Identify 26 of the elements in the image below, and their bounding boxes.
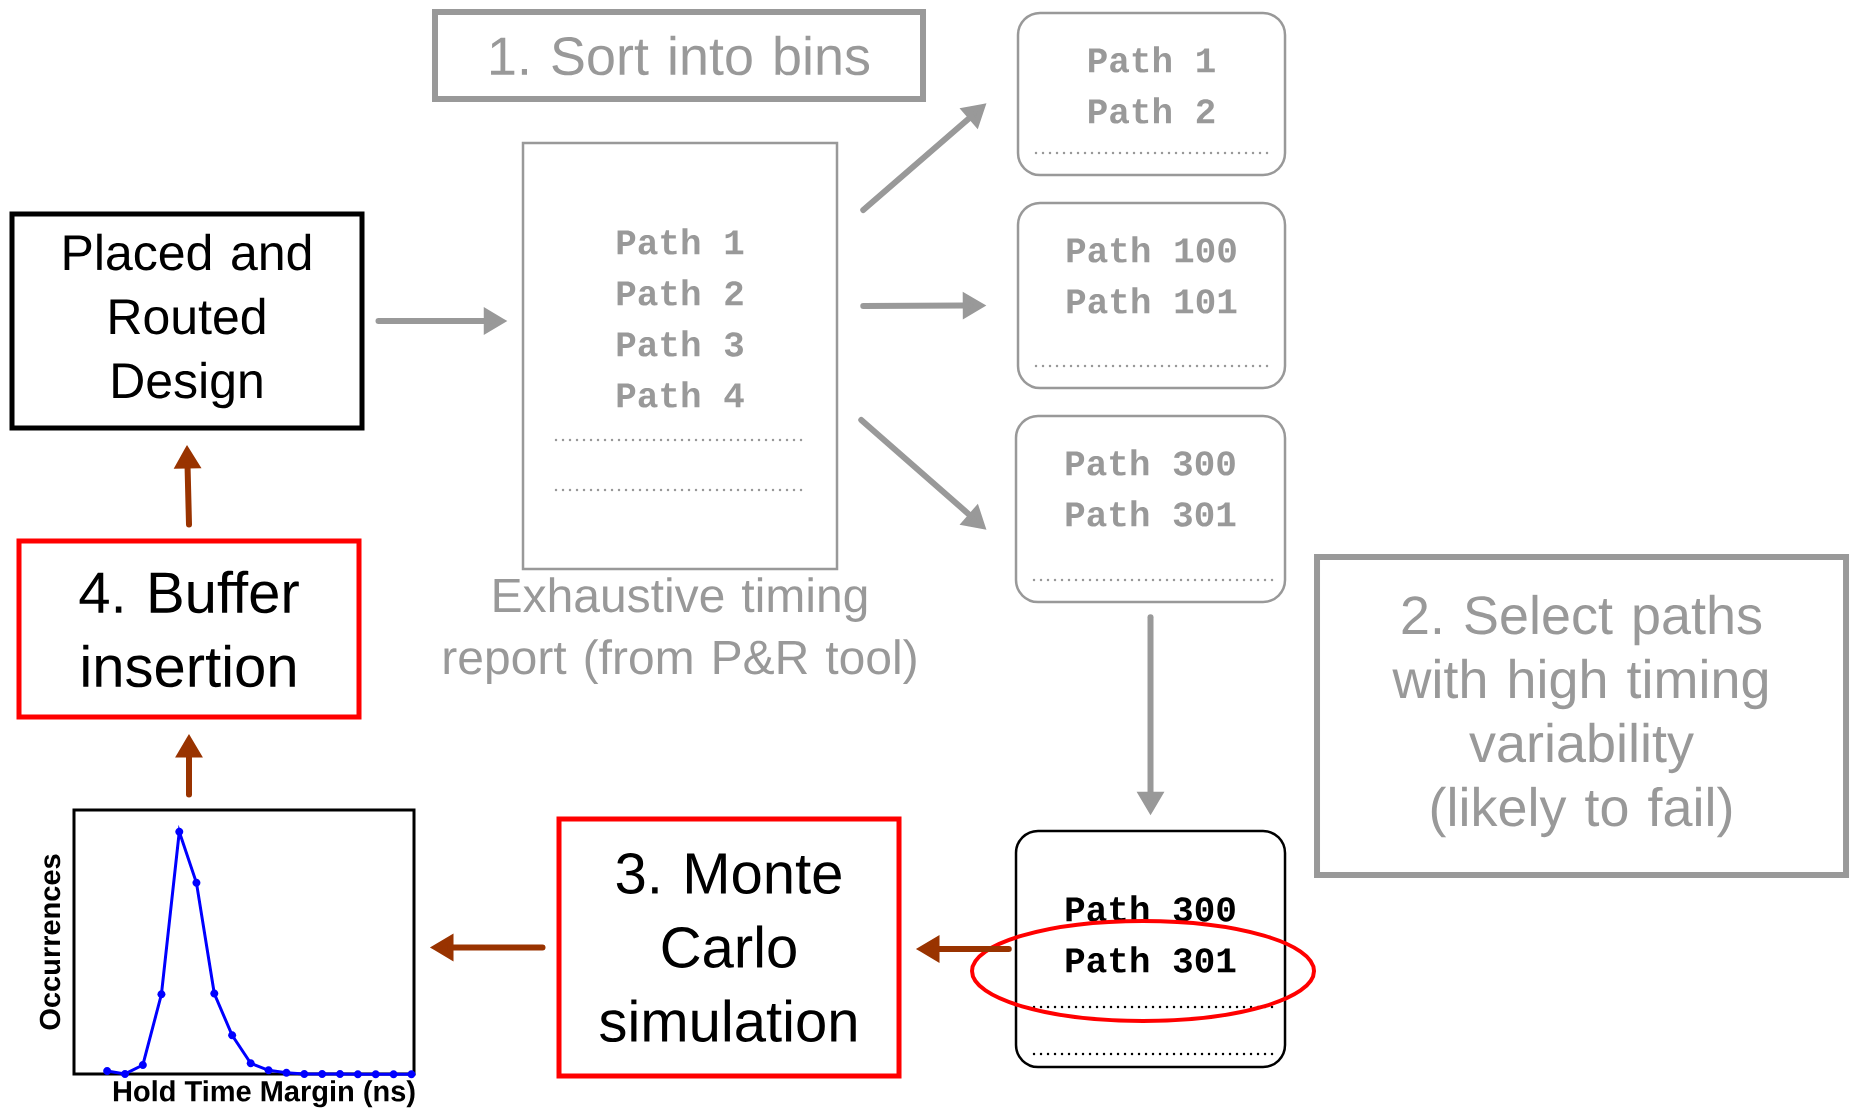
step-box: 3. Monte Carlo simulation (556, 816, 902, 1079)
step-box: 2. Select paths with high timing variability (likely to fail) (1314, 554, 1850, 878)
path-entry: Path 1 (1089, 46, 1215, 73)
path-entry: Path 101 (1067, 287, 1237, 314)
histogram-plot (39, 808, 416, 1108)
report-page (444, 141, 916, 684)
path-entry: Path 301 (1066, 946, 1236, 973)
axis-label: Hold Time Margin (ns) (113, 1080, 415, 1108)
path-entry: Path 1 (617, 228, 744, 255)
step-box: 4. Buffer insertion (16, 538, 362, 720)
axis-label: Occurrences (39, 854, 61, 1030)
selected-bin-box (1014, 829, 1287, 1069)
path-entry: Path 100 (1067, 236, 1236, 263)
bin-box (1016, 11, 1287, 177)
step-box: 1. Sort into bins (432, 9, 926, 102)
path-entry: Path 2 (1089, 97, 1215, 124)
path-entry: Path 300 (1066, 895, 1235, 922)
node-label: Exhaustive timing report (from P&R tool) (444, 577, 916, 684)
bin-box (1016, 201, 1287, 390)
path-entry: Path 300 (1066, 449, 1235, 476)
bin-box (1014, 414, 1287, 604)
path-entry: Path 3 (617, 330, 743, 357)
path-entry: Path 2 (617, 279, 743, 306)
path-entry: Path 4 (617, 381, 744, 408)
process-box: Placed and Routed Design (9, 211, 365, 431)
path-entry: Path 301 (1066, 500, 1236, 527)
